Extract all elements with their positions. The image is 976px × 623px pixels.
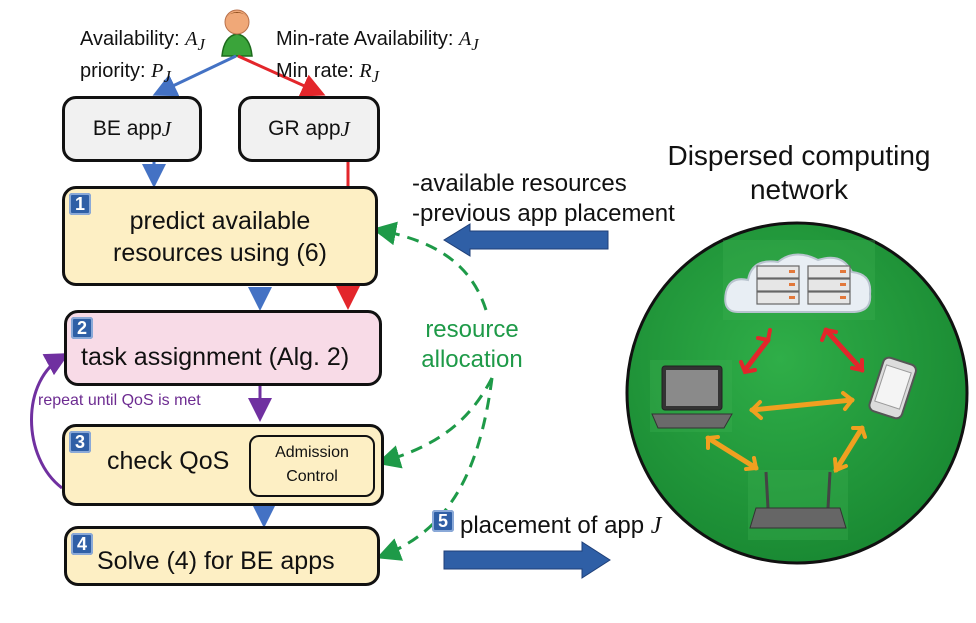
gr-arrow xyxy=(237,54,326,97)
user-priority-label: priority: PJ xyxy=(80,60,171,86)
inputs-block-arrow xyxy=(443,223,609,257)
resource-allocation-arrows xyxy=(372,221,494,561)
phone-icon xyxy=(868,356,917,420)
gr-app-box: GR app J xyxy=(238,96,380,162)
step4-badge: 4 xyxy=(71,533,93,555)
step1-badge: 1 xyxy=(69,193,91,215)
step3-badge: 3 xyxy=(69,431,91,453)
network-title-line2: network xyxy=(749,174,849,205)
admission-line1: Admission xyxy=(275,444,349,461)
device-links xyxy=(705,327,867,473)
user-icon xyxy=(221,9,253,57)
step1-line2: resources using (6) xyxy=(113,239,327,267)
repeat-loop-arrow xyxy=(30,353,70,490)
be-app-box: BE app J xyxy=(62,96,202,162)
laptop-icon xyxy=(650,360,733,432)
step5-badge: 5 xyxy=(432,510,454,532)
step2-badge: 2 xyxy=(71,317,93,339)
user-availability-label: Availability: AJ xyxy=(80,28,205,54)
step4-label: Solve (4) for BE apps xyxy=(97,547,335,575)
be-arrow xyxy=(152,54,237,97)
inputs-line1: -available resources xyxy=(412,170,627,197)
network-title-line1: Dispersed computing xyxy=(667,140,931,171)
step2-box: 2 task assignment (Alg. 2) xyxy=(64,310,382,386)
admission-control-box: Admission Control xyxy=(249,435,375,497)
router-icon xyxy=(748,470,848,540)
cloud-servers-icon xyxy=(723,240,875,320)
network-circle xyxy=(625,221,969,565)
resource-allocation-line1: resource xyxy=(425,316,519,343)
admission-line2: Control xyxy=(286,468,338,485)
step3-label: check QoS xyxy=(107,447,230,475)
placement-label: placement of app J xyxy=(460,512,662,539)
user-minrate-label: Min rate: RJ xyxy=(276,60,379,86)
step1-box: 1 predict available resources using (6) xyxy=(62,186,378,286)
repeat-loop-label: repeat until QoS is met xyxy=(38,392,201,409)
step3-box: 3 check QoS Admission Control xyxy=(62,424,384,506)
inputs-line2: -previous app placement xyxy=(412,200,675,227)
step1-line1: predict available xyxy=(129,207,311,235)
resource-allocation-line2: allocation xyxy=(421,346,523,373)
step4-box: 4 Solve (4) for BE apps xyxy=(64,526,380,586)
user-minrate-availability-label: Min-rate Availability: AJ xyxy=(276,28,479,54)
step2-label: task assignment (Alg. 2) xyxy=(81,343,350,371)
placement-block-arrow xyxy=(443,541,611,579)
